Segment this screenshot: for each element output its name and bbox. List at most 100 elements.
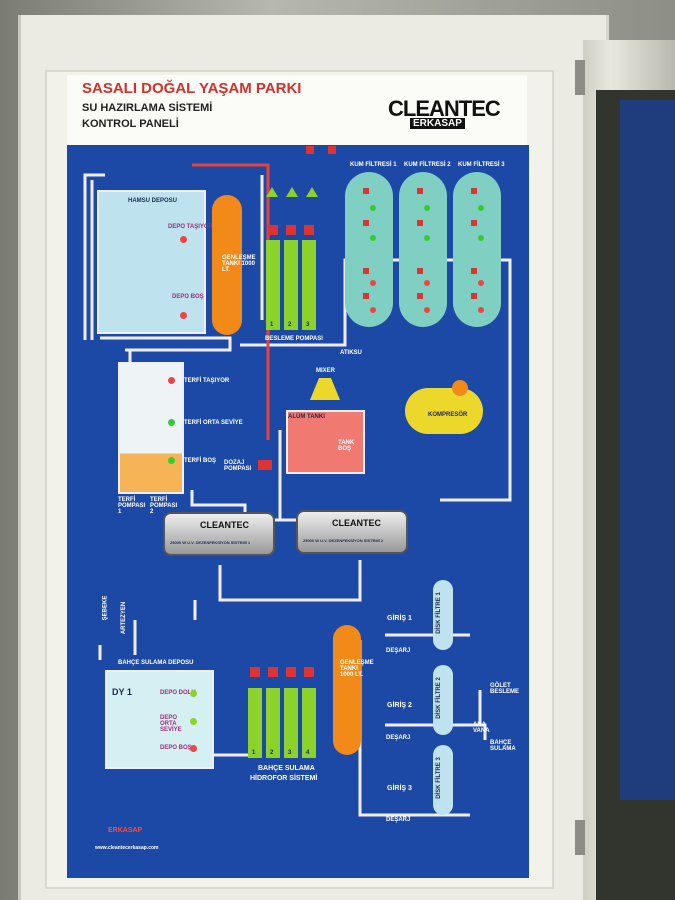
uv-unit-1-logo: CLEANTEC [200, 520, 249, 530]
uv-unit-1 [163, 512, 275, 556]
dosing-pump-label: DOZAJ POMPASI [224, 460, 252, 472]
discharge-label: DEŞARJ [386, 817, 411, 823]
compressor-icon [405, 388, 483, 434]
garden-mid-label: DEPO ORTA SEVİYE [160, 715, 182, 733]
panel-title: SASALI DOĞAL YAŞAM PARKI [82, 80, 302, 97]
panel-header [67, 75, 527, 145]
logo-text: CLEANTEC [388, 96, 501, 121]
disk-filter-label: DİSK FİLTRE 1 [435, 592, 442, 634]
discharge-label: DEŞARJ [386, 735, 411, 741]
expansion-tank-bottom [333, 625, 361, 755]
artesian-label: ARTEZYEN [121, 601, 128, 635]
garden-full-lamp [190, 690, 197, 697]
garden-empty-lamp [190, 745, 197, 752]
expansion-tank-label: GENLEŞME TANKI 1000 LT. [222, 255, 256, 273]
terfi-pump-1-label: TERFİ POMPASI 1 [118, 497, 146, 515]
reflected-panel [620, 100, 675, 800]
hydrophore-pump-4 [302, 688, 316, 758]
footer-url: www.cleantecerkasap.com [95, 845, 159, 851]
pump-number: 3 [306, 322, 310, 328]
compressor-label: KOMPRESÖR [428, 412, 468, 418]
hydrophore-pump-2 [266, 688, 280, 758]
hamsu-full-lamp [180, 236, 187, 243]
garden-full-label: DEPO DOLU [160, 690, 196, 696]
inlet-label: GİRİŞ 3 [387, 785, 412, 792]
besleme-label: BESLEME POMPASI [265, 336, 323, 342]
compressor-fan-icon [452, 380, 468, 396]
pump-number: 3 [288, 750, 292, 756]
panel-subtitle: KONTROL PANELİ [82, 118, 179, 130]
sand-filter-3 [453, 172, 501, 327]
terfi-mid-label: TERFİ ORTA SEVİYE [184, 420, 243, 426]
hamsu-empty-lamp [180, 312, 187, 319]
pond-feed-label: GÖLET BESLEME [490, 683, 520, 695]
mixer-label: MIXER [316, 368, 336, 374]
panel-subtitle: SU HAZIRLAMA SİSTEMİ [82, 102, 213, 114]
disk-filter-3 [433, 745, 453, 815]
pump-number: 1 [270, 322, 274, 328]
terfi-pump-2-label: TERFİ POMPASI 2 [150, 497, 178, 515]
alum-tank-label: ALÜM TANKI [288, 414, 325, 420]
terfi-low-lamp [168, 457, 175, 464]
pump-number: 4 [306, 750, 310, 756]
hamsu-label: HAMSU DEPOSU [128, 198, 178, 204]
footer-brand: ERKASAP [108, 827, 143, 834]
besleme-valves [262, 185, 322, 199]
disk-filter-label: DİSK FİLTRE 2 [435, 677, 442, 719]
uv-unit-1-label: 25000 W U.V. DEZENFEKSİYON SİSTEMİ 1 [170, 540, 251, 545]
expansion-tank-bottom-label: GENLEŞME TANKI 1000 LT. [340, 660, 374, 678]
mixer-icon [310, 378, 340, 400]
disk-filter-2 [433, 665, 453, 735]
pump-number: 2 [288, 322, 292, 328]
expansion-tank-top [212, 195, 242, 335]
hydrophore-pump-3 [284, 688, 298, 758]
pump-number: 2 [270, 750, 274, 756]
logo-subtext: ERKASAP [410, 118, 465, 129]
dosing-pump-icon [258, 460, 272, 470]
garden-empty-label: DEPO BOŞ [160, 745, 192, 751]
waste-water-label: ATIKSU [340, 350, 362, 356]
hydrophore-label-2: HİDROFOR SİSTEMİ [250, 775, 318, 782]
terfi-low-label: TERFİ BOŞ [184, 458, 217, 464]
besleme-pump-motors [268, 225, 320, 235]
uv-unit-2-label: 25000 W U.V. DEZENFEKSİYON SİSTEMİ 2 [303, 538, 384, 543]
grid-water-label: ŞEBEKE [102, 595, 109, 621]
alum-empty-label: TANK BOŞ [338, 440, 355, 452]
garden-irrigation-label: BAHÇE SULAMA [490, 740, 516, 752]
uv-unit-2 [296, 510, 408, 554]
besleme-pump-1 [266, 240, 280, 330]
hamsu-empty-label: DEPO BOŞ [172, 294, 204, 300]
inlet-label: GİRİŞ 1 [387, 615, 412, 622]
sand-filter-label: KUM FİLTRESİ 3 [458, 162, 505, 168]
terfi-high-label: TERFİ TAŞIYOR [184, 378, 230, 384]
besleme-pump-2 [284, 240, 298, 330]
discharge-label: DEŞARJ [386, 648, 411, 654]
sand-filter-label: KUM FİLTRESİ 2 [404, 162, 451, 168]
besleme-pump-3 [302, 240, 316, 330]
disk-filter-label: DİSK FİLTRE 3 [435, 757, 442, 799]
hydrophore-label-1: BAHÇE SULAMA [258, 765, 315, 772]
alum-tank [286, 410, 365, 474]
terfi-tank [118, 362, 184, 494]
sand-filter-1 [345, 172, 393, 327]
terfi-mid-lamp [168, 419, 175, 426]
terfi-high-lamp [168, 377, 175, 384]
door-hinge [575, 820, 585, 855]
main-valve-label: ANA VANA [473, 722, 490, 734]
disk-filter-1 [433, 580, 453, 650]
sand-filter-label: KUM FİLTRESİ 1 [350, 162, 397, 168]
uv-unit-2-logo: CLEANTEC [332, 518, 381, 528]
hydrophore-pump-1 [248, 688, 262, 758]
garden-mid-lamp [190, 718, 197, 725]
garden-tank-label: BAHÇE SULAMA DEPOSU [118, 660, 194, 666]
inlet-label: GİRİŞ 2 [387, 702, 412, 709]
hamsu-tank [97, 190, 206, 334]
garden-tank-id: DY 1 [112, 687, 132, 697]
door-hinge [575, 60, 585, 95]
hamsu-full-label: DEPO TAŞIYOR [168, 224, 213, 230]
hydrophore-motors [248, 665, 318, 679]
pump-number: 1 [252, 750, 256, 756]
sand-filter-2 [399, 172, 447, 327]
cleantec-logo: CLEANTEC ERKASAP [388, 96, 508, 134]
